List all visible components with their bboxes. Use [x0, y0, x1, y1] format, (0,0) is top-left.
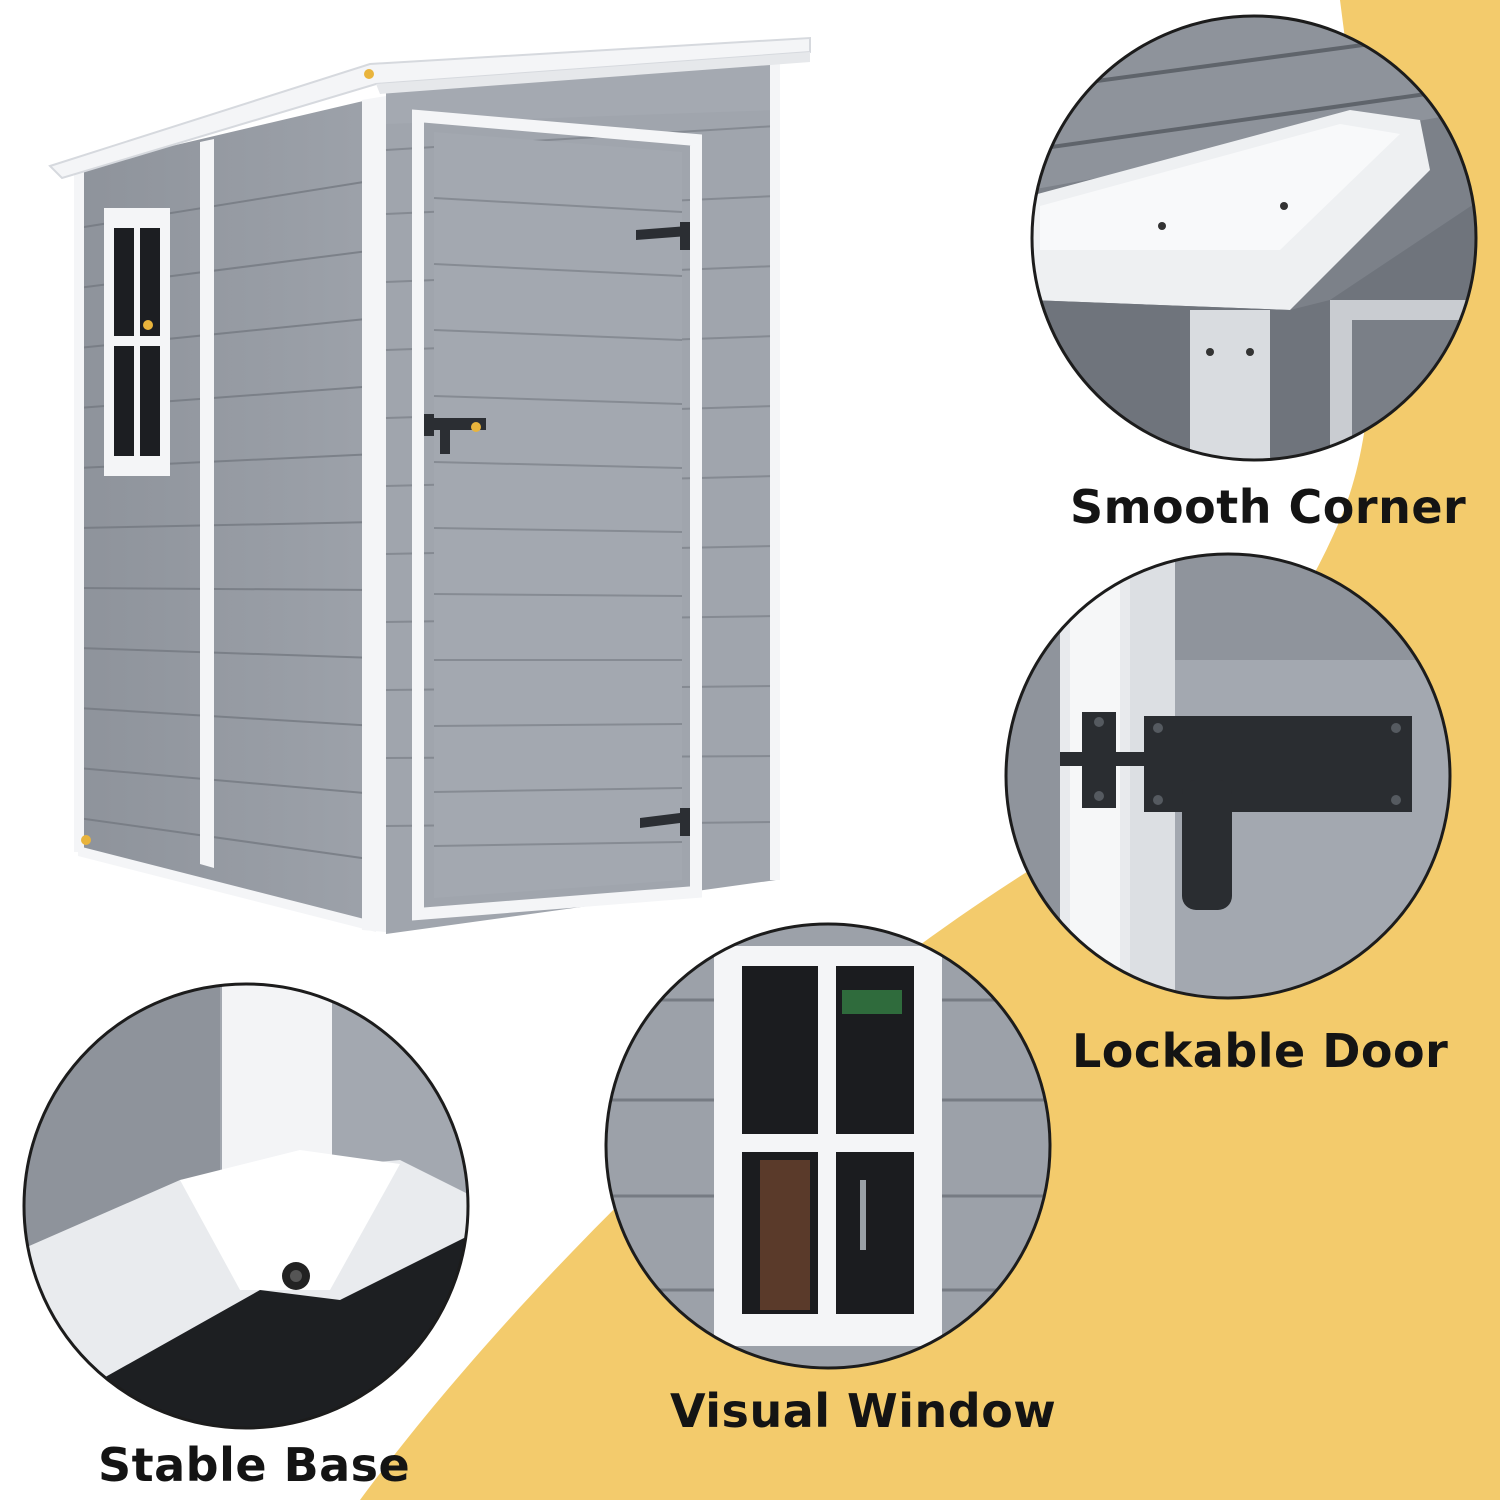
caption-smooth-corner: Smooth Corner	[1070, 480, 1467, 534]
caption-visual-window: Visual Window	[670, 1384, 1057, 1438]
shed-side-window	[104, 208, 170, 476]
shed-illustration	[48, 36, 811, 934]
caption-stable-base: Stable Base	[98, 1438, 411, 1492]
window-detail-image	[606, 924, 1050, 1368]
caption-lockable-door: Lockable Door	[1072, 1024, 1449, 1078]
lock-detail-image	[1006, 554, 1450, 998]
shed-door	[412, 109, 702, 921]
yellow-background-band	[360, 0, 1500, 1500]
